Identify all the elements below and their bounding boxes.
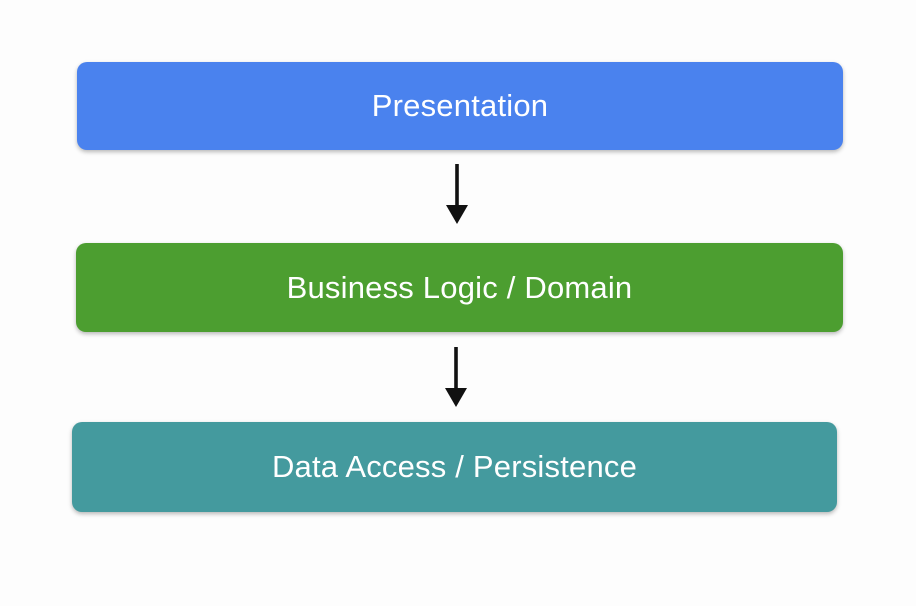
- arrow-presentation-to-business-icon: [446, 164, 468, 224]
- layer-box-presentation: Presentation: [77, 62, 843, 150]
- arrow-business-to-data-icon: [445, 347, 467, 407]
- layer-box-data-access: Data Access / Persistence: [72, 422, 837, 512]
- layer-label-business-logic: Business Logic / Domain: [286, 269, 633, 305]
- layer-label-data-access: Data Access / Persistence: [271, 449, 638, 484]
- layer-label-presentation: Presentation: [371, 88, 549, 123]
- layer-box-business-logic: Business Logic / Domain: [76, 243, 843, 332]
